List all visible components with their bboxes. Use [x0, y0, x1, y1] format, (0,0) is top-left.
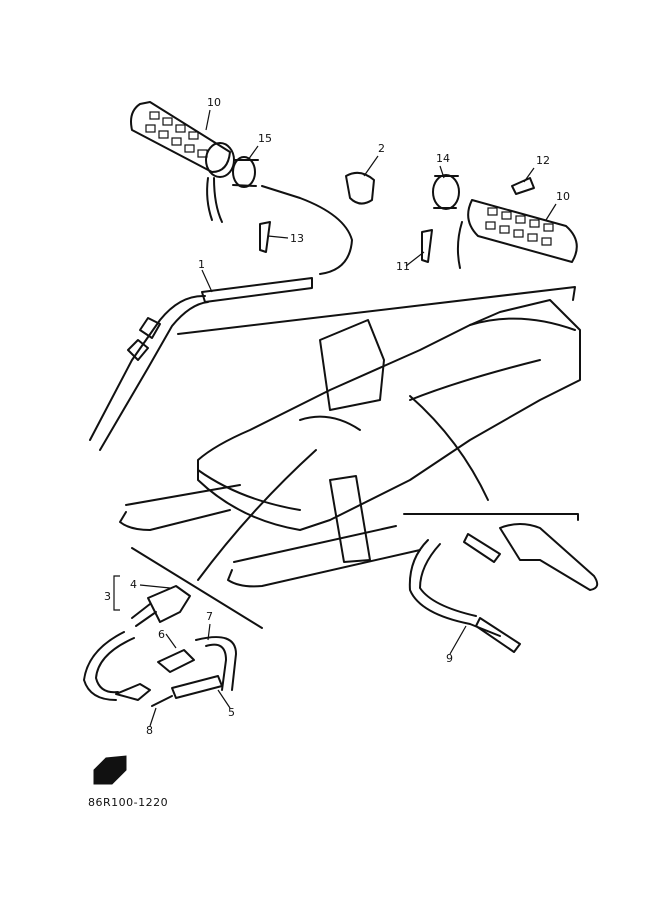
choke-assembly [83, 585, 237, 707]
label-9: 9 [446, 652, 453, 665]
throttle-cable [89, 185, 353, 451]
brake-route [409, 395, 489, 501]
leader-lines [113, 109, 557, 727]
label-8: 8 [146, 724, 153, 737]
label-4: 4 [130, 578, 137, 591]
label-11: 11 [396, 260, 410, 273]
label-15: 15 [258, 132, 272, 145]
label-13: 13 [290, 232, 304, 245]
bracket-13 [259, 221, 271, 253]
label-10-left: 10 [207, 96, 221, 109]
left-grip [130, 101, 235, 223]
emblem-icon [93, 755, 127, 785]
label-2: 2 [378, 142, 385, 155]
label-1: 1 [198, 258, 205, 271]
clip-2 [345, 171, 375, 205]
throttle-route [197, 449, 317, 581]
lower-right-separator [403, 513, 579, 521]
handlebar-outline [177, 286, 576, 335]
reference-code: 86R100-1220 [88, 796, 169, 809]
lower-left-separator [131, 547, 263, 629]
label-6: 6 [158, 628, 165, 641]
left-ring [232, 156, 259, 188]
right-ring [432, 174, 460, 210]
label-7: 7 [206, 610, 213, 623]
label-5: 5 [228, 706, 235, 719]
label-12: 12 [536, 154, 550, 167]
label-14: 14 [436, 152, 450, 165]
label-10-right: 10 [556, 190, 570, 203]
label-3: 3 [104, 590, 111, 603]
bolt-12 [511, 177, 535, 195]
right-grip [456, 199, 578, 269]
bracket-11 [421, 229, 433, 263]
skis [119, 475, 421, 588]
brake-lever-assembly [408, 523, 599, 653]
snowmobile-body [197, 299, 581, 531]
